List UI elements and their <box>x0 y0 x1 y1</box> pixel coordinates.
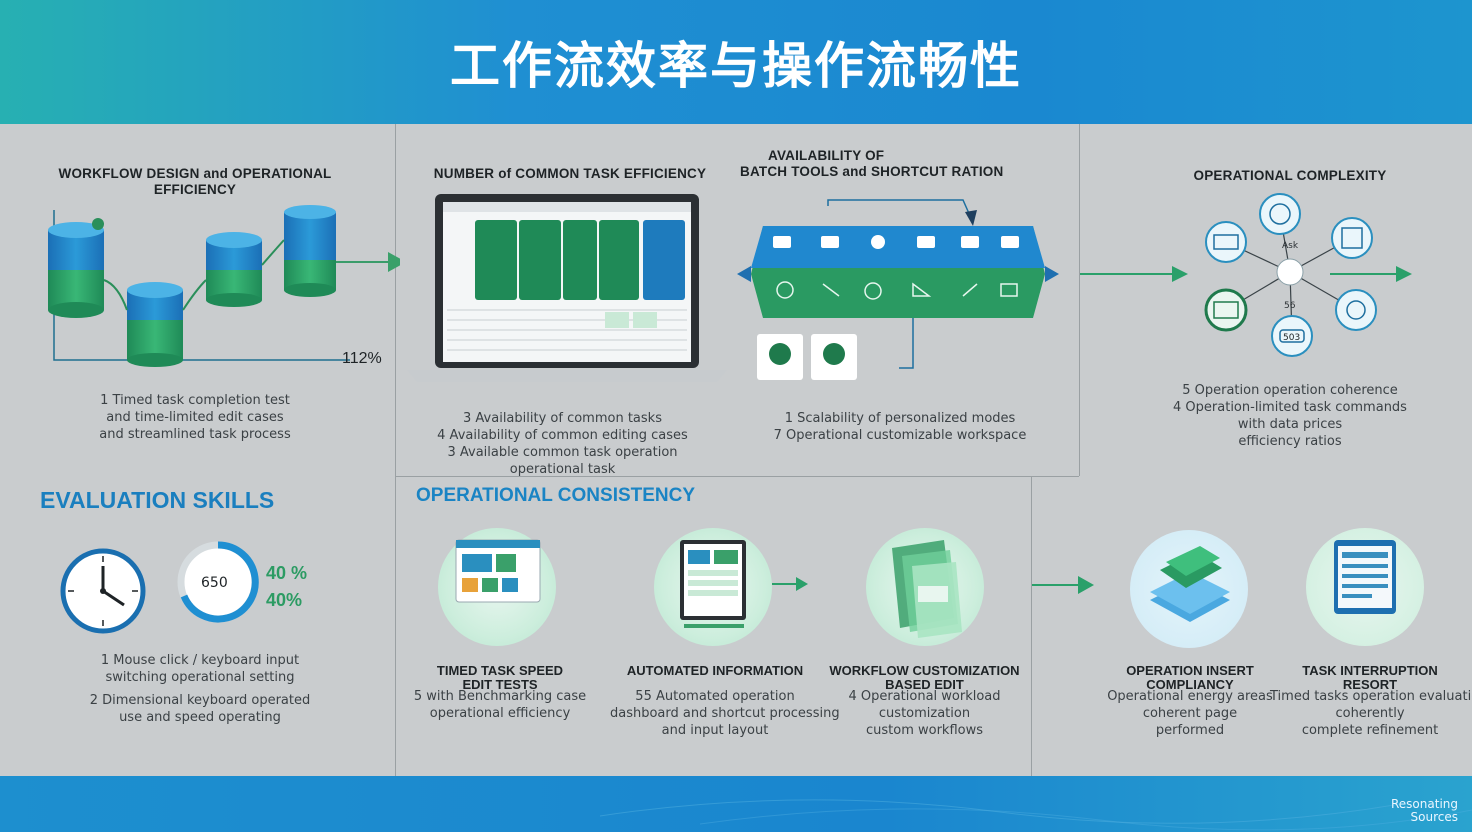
desc-line: Timed tasks operation evaluation <box>1270 689 1472 704</box>
desc-line: 1 Timed task completion test <box>100 393 290 408</box>
feature-desc: Operational energy areas coherent page p… <box>1100 688 1280 739</box>
desc-line: and streamlined task process <box>99 427 291 442</box>
batch-tools-illustration <box>737 199 1059 380</box>
desc-line: 4 Operation-limited task commands <box>1173 400 1407 415</box>
desc-line: operational efficiency <box>429 706 571 721</box>
desc-line: custom workflows <box>865 723 983 738</box>
workflow-customization-icon <box>866 528 984 646</box>
feature-title: TIMED TASK SPEED EDIT TESTS <box>400 664 600 692</box>
timed-task-illustration <box>455 539 541 603</box>
desc-line: use and speed operating <box>119 710 281 725</box>
arrow-right-icon <box>1032 576 1094 594</box>
desc-line: 5 Operation operation coherence <box>1182 383 1398 398</box>
title-line: TIMED TASK SPEED <box>436 663 564 678</box>
desc-line: coherently <box>1335 706 1405 721</box>
desc-line: efficiency ratios <box>1238 434 1342 449</box>
feature-desc: 4 Operational workload customization cus… <box>822 688 1027 739</box>
desc-line: 1 Scalability of personalized modes <box>784 411 1016 426</box>
feature-title: WORKFLOW CUSTOMIZATION BASED EDIT <box>822 664 1027 692</box>
divider <box>1031 476 1032 776</box>
evaluation-desc: 1 Mouse click / keyboard input switching… <box>20 652 380 726</box>
desc-line: customization <box>878 706 971 721</box>
desc-line: complete refinement <box>1301 723 1439 738</box>
panel-desc-batch-tools: 1 Scalability of personalized modes 7 Op… <box>740 410 1060 444</box>
title-line: EDIT TESTS <box>462 677 538 692</box>
desc-line: 3 Available common task operation <box>447 445 678 460</box>
desc-line: and time-limited edit cases <box>106 410 284 425</box>
database-cylinders-illustration <box>48 205 400 367</box>
panel-desc-workflow: 1 Timed task completion test and time-li… <box>20 392 370 443</box>
desc-line: 4 Availability of common editing cases <box>437 428 688 443</box>
section-title-consistency: OPERATIONAL CONSISTENCY <box>416 485 696 506</box>
panel-title-complexity: OPERATIONAL COMPLEXITY <box>1193 168 1387 183</box>
desc-line: switching operational setting <box>105 670 295 685</box>
desc-line: 4 Operational workload <box>848 689 1001 704</box>
feature-desc: Timed tasks operation evaluation coheren… <box>1270 688 1472 739</box>
desc-line: coherent page <box>1142 706 1238 721</box>
desc-line: with data prices <box>1237 417 1343 432</box>
desc-line: Operational energy areas <box>1107 689 1273 704</box>
logo-text: Sources <box>1410 810 1458 824</box>
task-interruption-icon <box>1306 528 1424 646</box>
title-line: AVAILABILITY OF <box>768 148 885 163</box>
desc-line: 7 Operational customizable workspace <box>773 428 1027 443</box>
panel-title-common-task: NUMBER of COMMON TASK EFFICIENCY <box>433 166 707 181</box>
desc-line: 1 Mouse click / keyboard input <box>100 653 300 668</box>
clock-icon <box>60 548 146 634</box>
panel-desc-complexity: 5 Operation operation coherence 4 Operat… <box>1140 382 1440 450</box>
divider <box>395 476 1079 477</box>
title-line: BATCH TOOLS and SHORTCUT RATION <box>740 164 1004 179</box>
feature-desc: 5 with Benchmarking case operational eff… <box>400 688 600 722</box>
title-line: BASED EDIT <box>885 677 964 692</box>
logo-text: Resonating <box>1391 797 1458 811</box>
feature-title: AUTOMATED INFORMATION <box>610 664 820 678</box>
hub-label: Ask <box>1282 241 1299 251</box>
panel-title-batch-tools: AVAILABILITY OF BATCH TOOLS and SHORTCUT… <box>740 148 1040 180</box>
divider <box>395 124 396 776</box>
percent-value: 40% <box>266 590 303 610</box>
feature-desc: 55 Automated operation dashboard and sho… <box>610 688 840 739</box>
desc-line: and input layout <box>661 723 769 738</box>
percent-value: 40 % <box>266 563 308 583</box>
workflow-custom-illustration <box>892 540 962 638</box>
desc-line: 55 Automated operation <box>635 689 795 704</box>
header-banner: 工作流效率与操作流畅性 <box>0 0 1472 124</box>
panel-title-workflow-design: WORKFLOW DESIGN and OPERATIONAL EFFICIEN… <box>58 166 332 197</box>
feature-title: OPERATION INSERT COMPLIANCY <box>1100 664 1280 692</box>
timed-task-icon <box>438 528 556 646</box>
gauge-value: 650 <box>201 575 228 591</box>
wave-pattern <box>599 799 1472 831</box>
desc-line: dashboard and shortcut processing <box>610 706 840 721</box>
automated-info-illustration <box>680 540 746 628</box>
complexity-network-illustration: Ask 56 503 <box>1080 193 1412 357</box>
section-title-evaluation: EVALUATION SKILLS <box>40 487 275 513</box>
divider <box>1079 124 1080 476</box>
title-line: RESORT <box>1342 677 1398 692</box>
desc-line: 2 Dimensional keyboard operated <box>89 693 311 708</box>
title-line: TASK INTERRUPTION <box>1302 663 1438 678</box>
automated-information-icon <box>654 528 772 646</box>
compliancy-illustration <box>1150 546 1230 622</box>
panel-desc-common-task: 3 Availability of common tasks 4 Availab… <box>400 410 725 478</box>
feature-title: TASK INTERRUPTION RESORT <box>1280 664 1460 692</box>
desc-line: 5 with Benchmarking case <box>413 689 587 704</box>
hub-label: 56 <box>1284 301 1296 311</box>
title-line: COMPLIANCY <box>1146 677 1234 692</box>
task-interruption-illustration <box>1334 540 1396 614</box>
title-line: WORKFLOW CUSTOMIZATION <box>829 663 1020 678</box>
efficiency-percent: 112% <box>342 350 382 367</box>
footer-bar: Resonating Sources <box>0 776 1472 832</box>
title-line: OPERATION INSERT <box>1126 663 1254 678</box>
gauge-icon: 650 <box>177 541 259 623</box>
node-label: 503 <box>1283 333 1300 343</box>
title-line: AUTOMATED INFORMATION <box>626 663 804 678</box>
desc-line: performed <box>1155 723 1225 738</box>
compliancy-icon <box>1130 530 1248 648</box>
page-title: 工作流效率与操作流畅性 <box>450 37 1022 95</box>
footer-logo: Resonating Sources <box>1391 798 1458 824</box>
arrow-right-icon <box>772 577 808 591</box>
desc-line: operational task <box>509 462 616 477</box>
desc-line: 3 Availability of common tasks <box>463 411 662 426</box>
laptop-dashboard-illustration <box>407 194 727 382</box>
